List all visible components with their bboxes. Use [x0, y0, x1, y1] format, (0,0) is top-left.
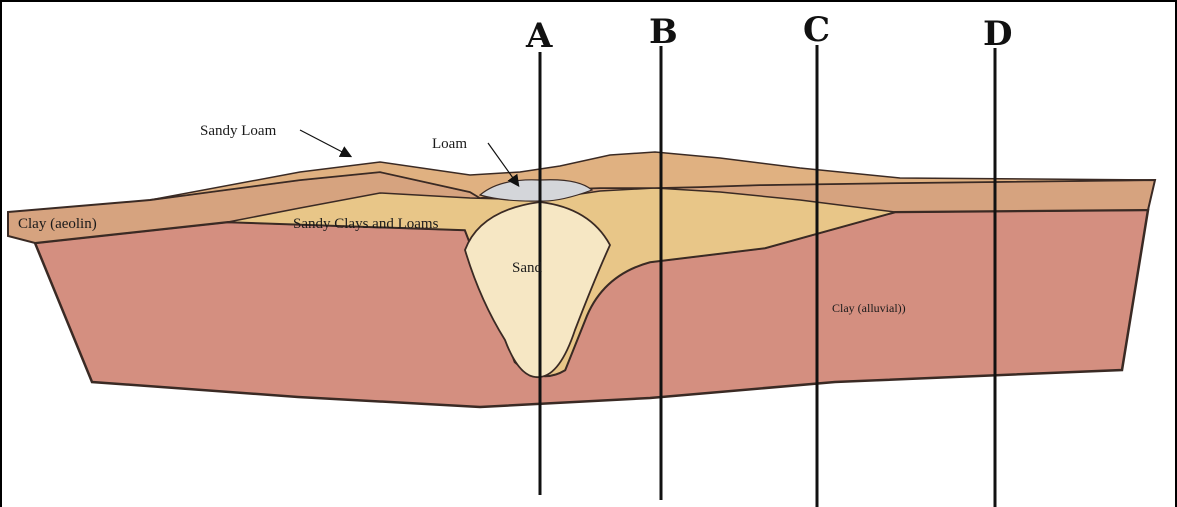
- section-label-b: B: [649, 12, 678, 52]
- section-label-a: A: [525, 16, 553, 56]
- label-clay-alluvial: Clay (alluvial)): [832, 301, 906, 315]
- label-sand: Sand: [512, 260, 543, 276]
- label-loam: Loam: [432, 136, 467, 152]
- section-label-c: C: [803, 10, 830, 50]
- section-label-d: D: [983, 14, 1012, 54]
- label-sandy-loam: Sandy Loam: [200, 123, 277, 139]
- arrow-sandy-loam: [300, 130, 350, 156]
- label-clay-aeolin: Clay (aeolin): [18, 216, 97, 232]
- label-sandy-clays-and-loams: Sandy Clays and Loams: [293, 216, 439, 232]
